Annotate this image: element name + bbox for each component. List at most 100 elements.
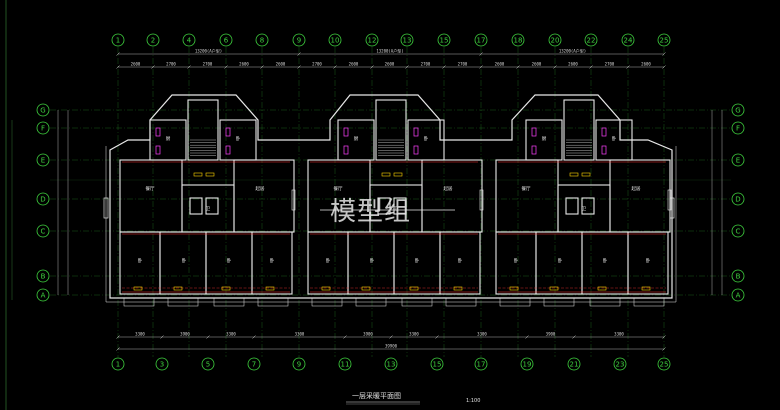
left-axis-bubble: F xyxy=(36,121,50,135)
building-outline-outer xyxy=(105,146,677,303)
bottom-axis-bubble: 21 xyxy=(567,357,581,371)
window xyxy=(103,197,109,219)
axis-circle xyxy=(474,33,488,47)
balcony xyxy=(543,297,575,307)
dim-tick xyxy=(479,65,483,69)
radiator xyxy=(409,286,419,291)
dim-text: 13200(A户型) xyxy=(195,48,222,54)
dim-text: 2700 xyxy=(203,62,213,67)
top-axis-bubble: 8 xyxy=(255,33,269,47)
riser xyxy=(413,145,419,155)
living-wall xyxy=(421,159,483,233)
dim-tick xyxy=(116,52,120,56)
dim-tick xyxy=(572,335,576,339)
dim-tick xyxy=(370,65,374,69)
top-axis-bubble: 10 xyxy=(328,33,342,47)
dim-text: 39900 xyxy=(385,344,398,349)
dim-text: 2600 xyxy=(239,62,249,67)
riser xyxy=(531,127,537,137)
axis-circle xyxy=(36,224,50,238)
axis-circle xyxy=(613,357,627,371)
axis-label: B xyxy=(736,273,741,281)
room-label: 卧 xyxy=(227,257,232,264)
axis-circle xyxy=(111,33,125,47)
axis-circle xyxy=(365,33,379,47)
top-axis-bubble: 13 xyxy=(400,33,414,47)
dim-tick xyxy=(343,335,347,339)
bottom-axis-bubble: 15 xyxy=(430,357,444,371)
radiator xyxy=(393,172,403,177)
kitchen-wall xyxy=(219,119,257,161)
room-label: 起居 xyxy=(444,186,453,192)
axis-circle xyxy=(155,357,169,371)
top-axis-bubble: 25 xyxy=(657,33,671,47)
dim-tick xyxy=(479,52,483,56)
living-wall xyxy=(609,159,671,233)
axis-circle xyxy=(328,33,342,47)
axis-label: 1 xyxy=(116,37,120,45)
room-labels: 卧卧餐厅厨卫起居卧卧卧卧卧餐厅厨卫起居卧卧卧卧卧餐厅厨卫起居卧卧卧 xyxy=(138,135,651,264)
room-label: 卫 xyxy=(206,206,211,212)
riser xyxy=(601,127,607,137)
top-axis-bubble: 6 xyxy=(219,33,233,47)
riser xyxy=(225,127,231,137)
dim-text: 2600 xyxy=(495,62,505,67)
axis-label: 17 xyxy=(477,37,486,45)
dim-tick xyxy=(442,65,446,69)
radiator xyxy=(193,172,203,177)
bottom-axis-bubble: 25 xyxy=(657,357,671,371)
axis-circle xyxy=(567,357,581,371)
room-label: 起居 xyxy=(632,186,641,192)
right-axis-bubble: F xyxy=(731,121,745,135)
balcony xyxy=(589,297,621,307)
radiator xyxy=(641,286,651,291)
window xyxy=(669,197,675,219)
dim-text: 2700 xyxy=(166,62,176,67)
room-label: 卧 xyxy=(326,257,331,264)
dim-tick xyxy=(662,347,666,351)
axis-circle xyxy=(36,103,50,117)
top-axis-bubble: 9 xyxy=(292,33,306,47)
dim-tick xyxy=(516,65,520,69)
axis-label: 21 xyxy=(570,361,579,369)
axis-label: G xyxy=(735,107,740,115)
top-axis-bubble: 12 xyxy=(365,33,379,47)
right-axis-bubble: D xyxy=(731,192,745,206)
fixture xyxy=(581,197,595,215)
top-axis-bubble: 17 xyxy=(474,33,488,47)
radiator xyxy=(453,286,463,291)
radiator xyxy=(173,286,183,291)
drawing-scale: 1:100 xyxy=(466,398,480,404)
axis-label: E xyxy=(41,157,45,165)
dim-text: 2700 xyxy=(458,62,468,67)
dim-tick xyxy=(160,335,164,339)
dim-tick xyxy=(297,65,301,69)
room-label: 卧 xyxy=(415,257,420,264)
kitchen-wall xyxy=(525,119,563,161)
top-axis-bubble: 24 xyxy=(621,33,635,47)
axis-circle xyxy=(548,33,562,47)
dim-tick xyxy=(662,65,666,69)
dim-tick xyxy=(151,65,155,69)
axis-label: 1 xyxy=(116,361,120,369)
fixture xyxy=(565,197,579,215)
balcony xyxy=(401,297,433,307)
axis-circle xyxy=(182,33,196,47)
window xyxy=(479,189,484,211)
room-label: 卫 xyxy=(394,206,399,212)
right-axis-bubble: A xyxy=(731,288,745,302)
dim-text: 2600 xyxy=(131,62,141,67)
axis-label: D xyxy=(40,196,45,204)
room-label: 餐厅 xyxy=(334,185,343,192)
axis-circle xyxy=(511,33,525,47)
dim-tick xyxy=(224,65,228,69)
axis-label: 2 xyxy=(151,37,155,45)
bottom-axis-bubble: 9 xyxy=(292,357,306,371)
room-label: 卧 xyxy=(458,257,463,264)
riser xyxy=(601,145,607,155)
room-label: 卫 xyxy=(582,206,587,212)
balcony xyxy=(355,297,387,307)
room-label: 卧 xyxy=(236,135,241,142)
axis-label: 8 xyxy=(260,37,264,45)
